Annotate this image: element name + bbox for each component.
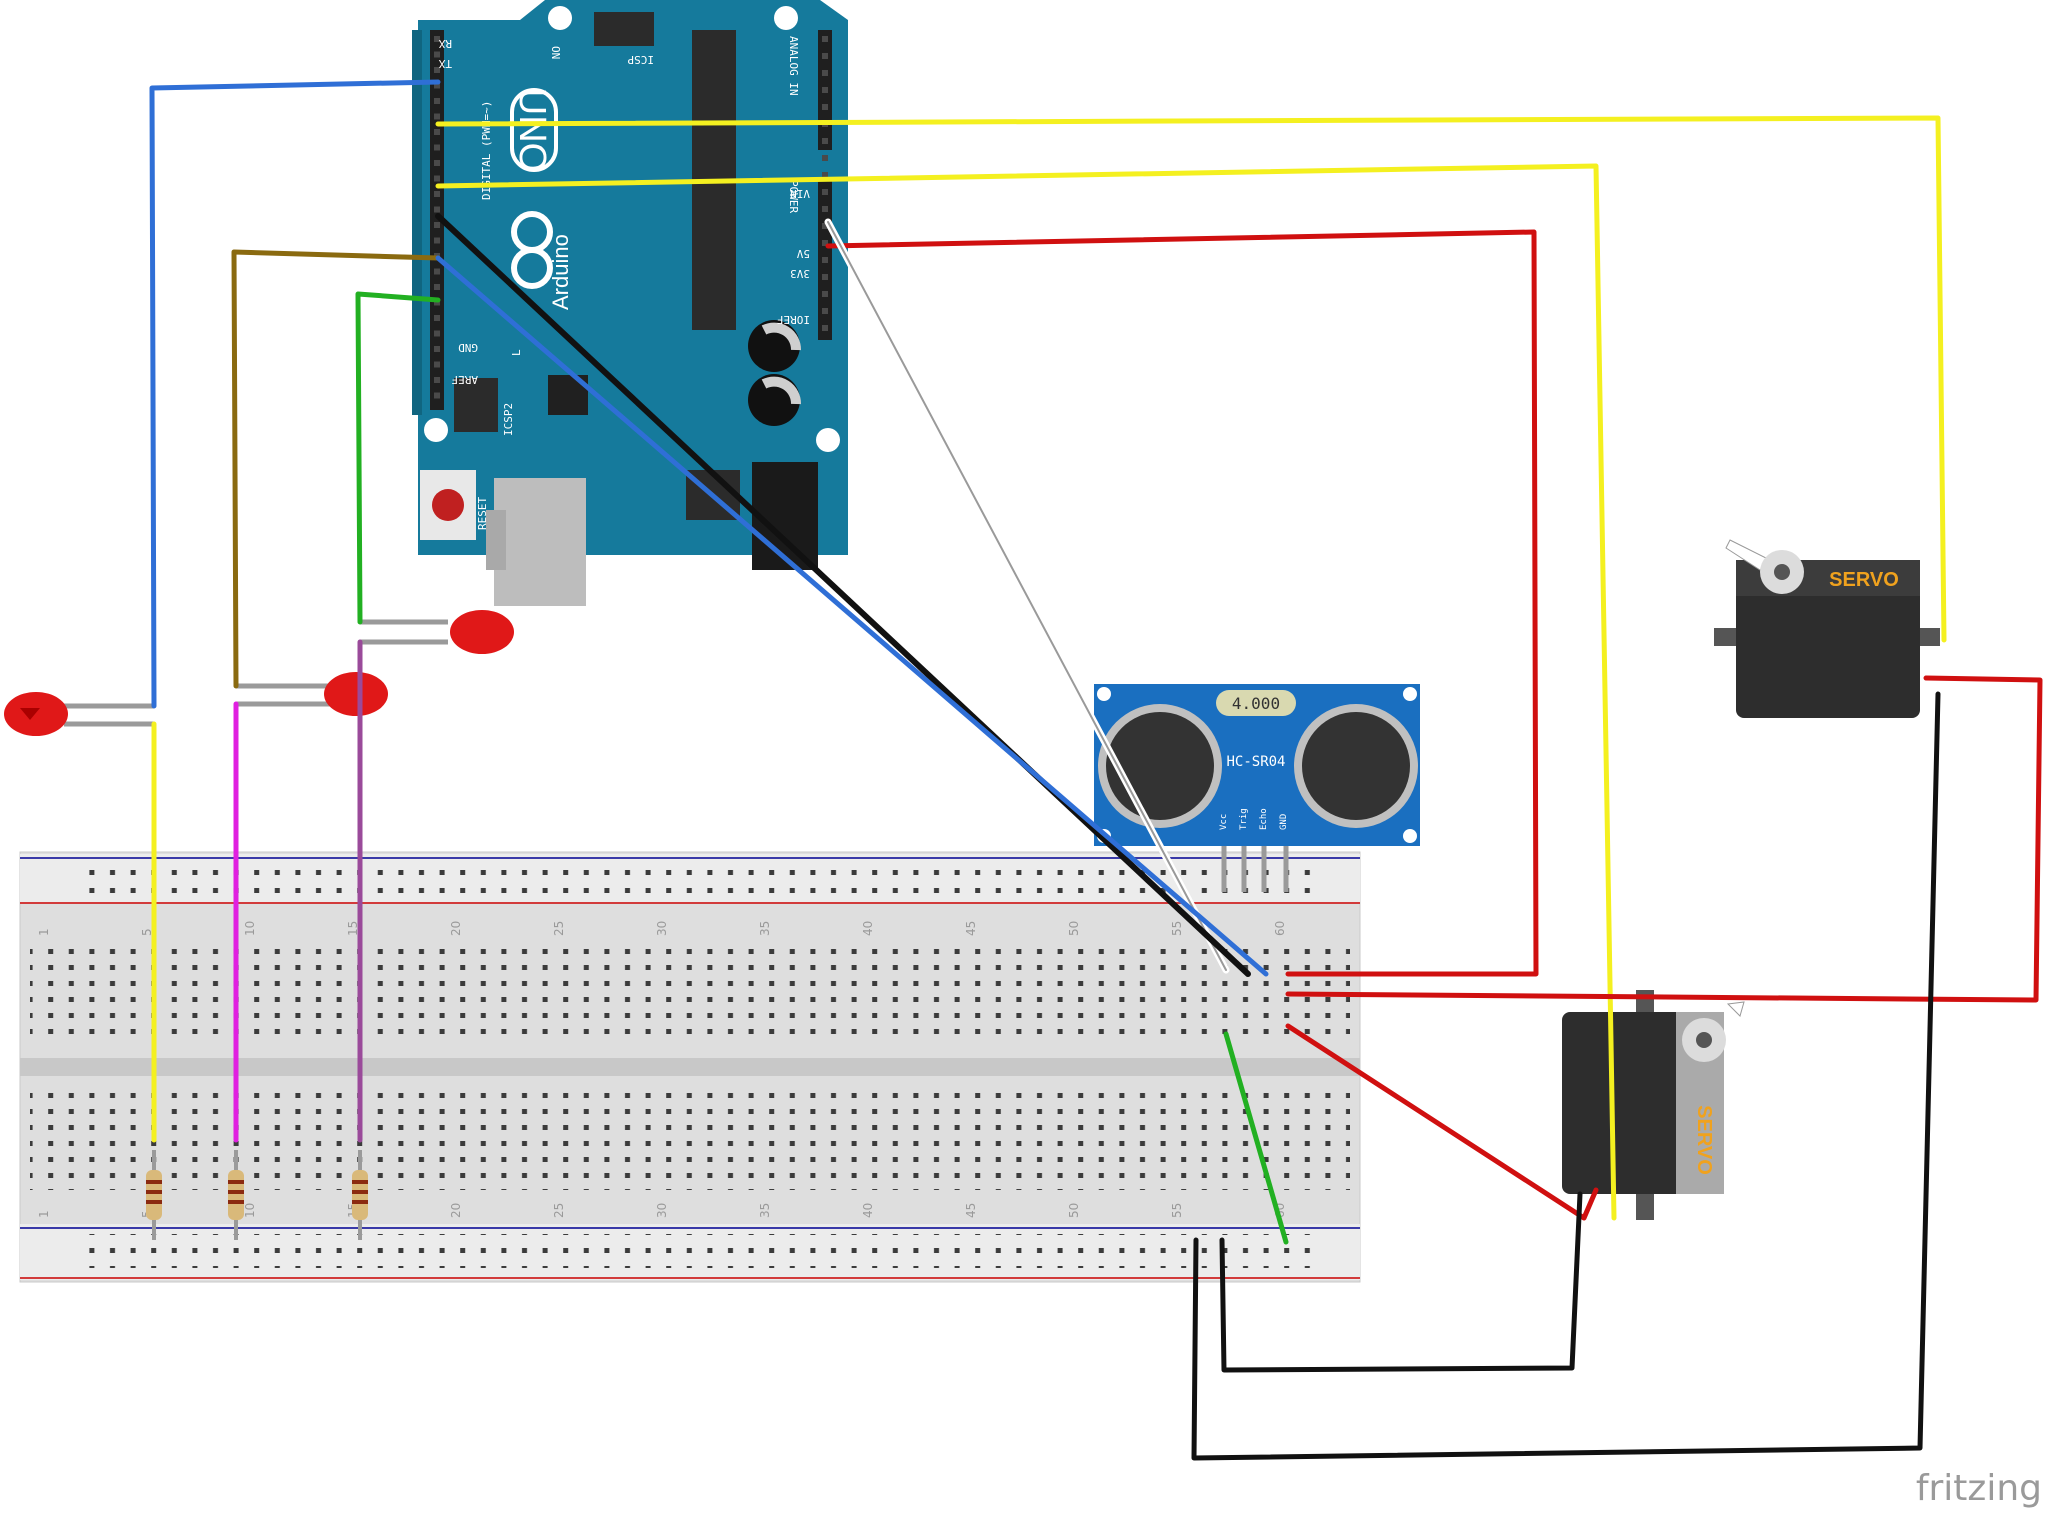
wire-red-5v-breadboard	[825, 229, 1539, 977]
label-3v3: 3V3	[790, 267, 810, 280]
wire-black-trig	[435, 213, 1251, 977]
arduino-logo-icon	[511, 211, 553, 289]
breadboard-column-number: 25	[552, 1203, 566, 1218]
breadboard-column-number: 40	[861, 1203, 875, 1218]
sensor-pin-gnd: GND	[1279, 814, 1289, 830]
wire-brown-led2	[231, 249, 441, 689]
wire-black-servo2-gnd	[1219, 1191, 1583, 1373]
label-reset: RESET	[476, 497, 489, 530]
label-aref: AREF	[452, 373, 479, 386]
breadboard-column-number: 15	[346, 921, 360, 936]
label-icsp: ICSP	[627, 53, 654, 66]
wire-yellow-servo2-signal	[435, 163, 1617, 1221]
label-tx: TX	[438, 57, 452, 70]
breadboard-column-number: 55	[1170, 921, 1184, 936]
led-3	[360, 610, 514, 654]
wire-blue-echo	[435, 255, 1269, 977]
label-analog-in: ANALOG IN	[787, 36, 800, 96]
wire-red-servo1-power	[1285, 675, 2043, 1003]
arduino-uno-board: UNO Arduino ICSP ON ANALOG IN POWER DIGI…	[412, 0, 848, 606]
resistor-2	[228, 1150, 244, 1240]
fritzing-watermark: fritzing	[1915, 1468, 2042, 1509]
servo-motor-2: SERVO	[1562, 990, 1745, 1220]
breadboard-column-number: 20	[449, 1203, 463, 1218]
label-on: ON	[549, 46, 562, 59]
breadboard-column-number: 10	[243, 921, 257, 936]
resistor-1	[146, 1150, 162, 1240]
breadboard-column-number: 10	[243, 1203, 257, 1218]
sensor-pin-vcc: Vcc	[1219, 814, 1229, 830]
label-5v: 5V	[796, 247, 810, 260]
led-2	[236, 672, 388, 716]
sensor-model: HC-SR04	[1226, 754, 1285, 770]
breadboard-column-number: 45	[964, 1203, 978, 1218]
breadboard-column-number: 45	[964, 921, 978, 936]
servo-motor-1: SERVO	[1714, 539, 1940, 718]
label-ioref: IOREF	[777, 313, 810, 326]
breadboard-column-number: 5	[140, 928, 154, 936]
wire-red-servo2-power	[1285, 1023, 1599, 1221]
servo-1-label: SERVO	[1829, 569, 1899, 591]
breadboard-column-number: 40	[861, 921, 875, 936]
wire-yellow-servo1-signal	[435, 115, 1947, 643]
label-vin: VIN	[790, 187, 810, 200]
breadboard-column-number: 20	[449, 921, 463, 936]
breadboard-column-number: 30	[655, 921, 669, 936]
breadboard-column-number: 35	[758, 921, 772, 936]
resistor-3	[352, 1150, 368, 1240]
breadboard-column-number: 35	[758, 1203, 772, 1218]
breadboard-column-number: 30	[655, 1203, 669, 1218]
led-1	[4, 692, 154, 736]
sensor-pin-echo: Echo	[1259, 808, 1269, 830]
sensor-pin-trig: Trig	[1239, 808, 1249, 830]
label-power: POWER	[787, 180, 800, 213]
wire-green-led3	[355, 291, 441, 625]
breadboard-column-number: 55	[1170, 1203, 1184, 1218]
wire-green-gnd-rail	[1223, 1031, 1289, 1245]
servo-2-label: SERVO	[1693, 1105, 1715, 1175]
breadboard-column-number: 1	[37, 1210, 51, 1218]
label-rx: RX	[438, 37, 452, 50]
label-gnd: GND	[458, 341, 478, 354]
wire-black-servo1-gnd	[1191, 691, 1941, 1461]
wire-white-gnd-sensor-outline	[827, 221, 1227, 971]
label-l: L	[510, 349, 523, 356]
breadboard-column-number: 60	[1273, 921, 1287, 936]
wire-blue-led1	[149, 79, 441, 709]
arduino-brand: UNO	[511, 88, 553, 172]
breadboard-column-number: 1	[37, 928, 51, 936]
breadboard-column-number: 50	[1067, 921, 1081, 936]
arduino-name: Arduino	[548, 234, 573, 310]
breadboard-column-number: 25	[552, 921, 566, 936]
breadboard-column-number: 50	[1067, 1203, 1081, 1218]
sensor-crystal: 4.000	[1232, 694, 1280, 713]
label-icsp2: ICSP2	[502, 403, 515, 436]
